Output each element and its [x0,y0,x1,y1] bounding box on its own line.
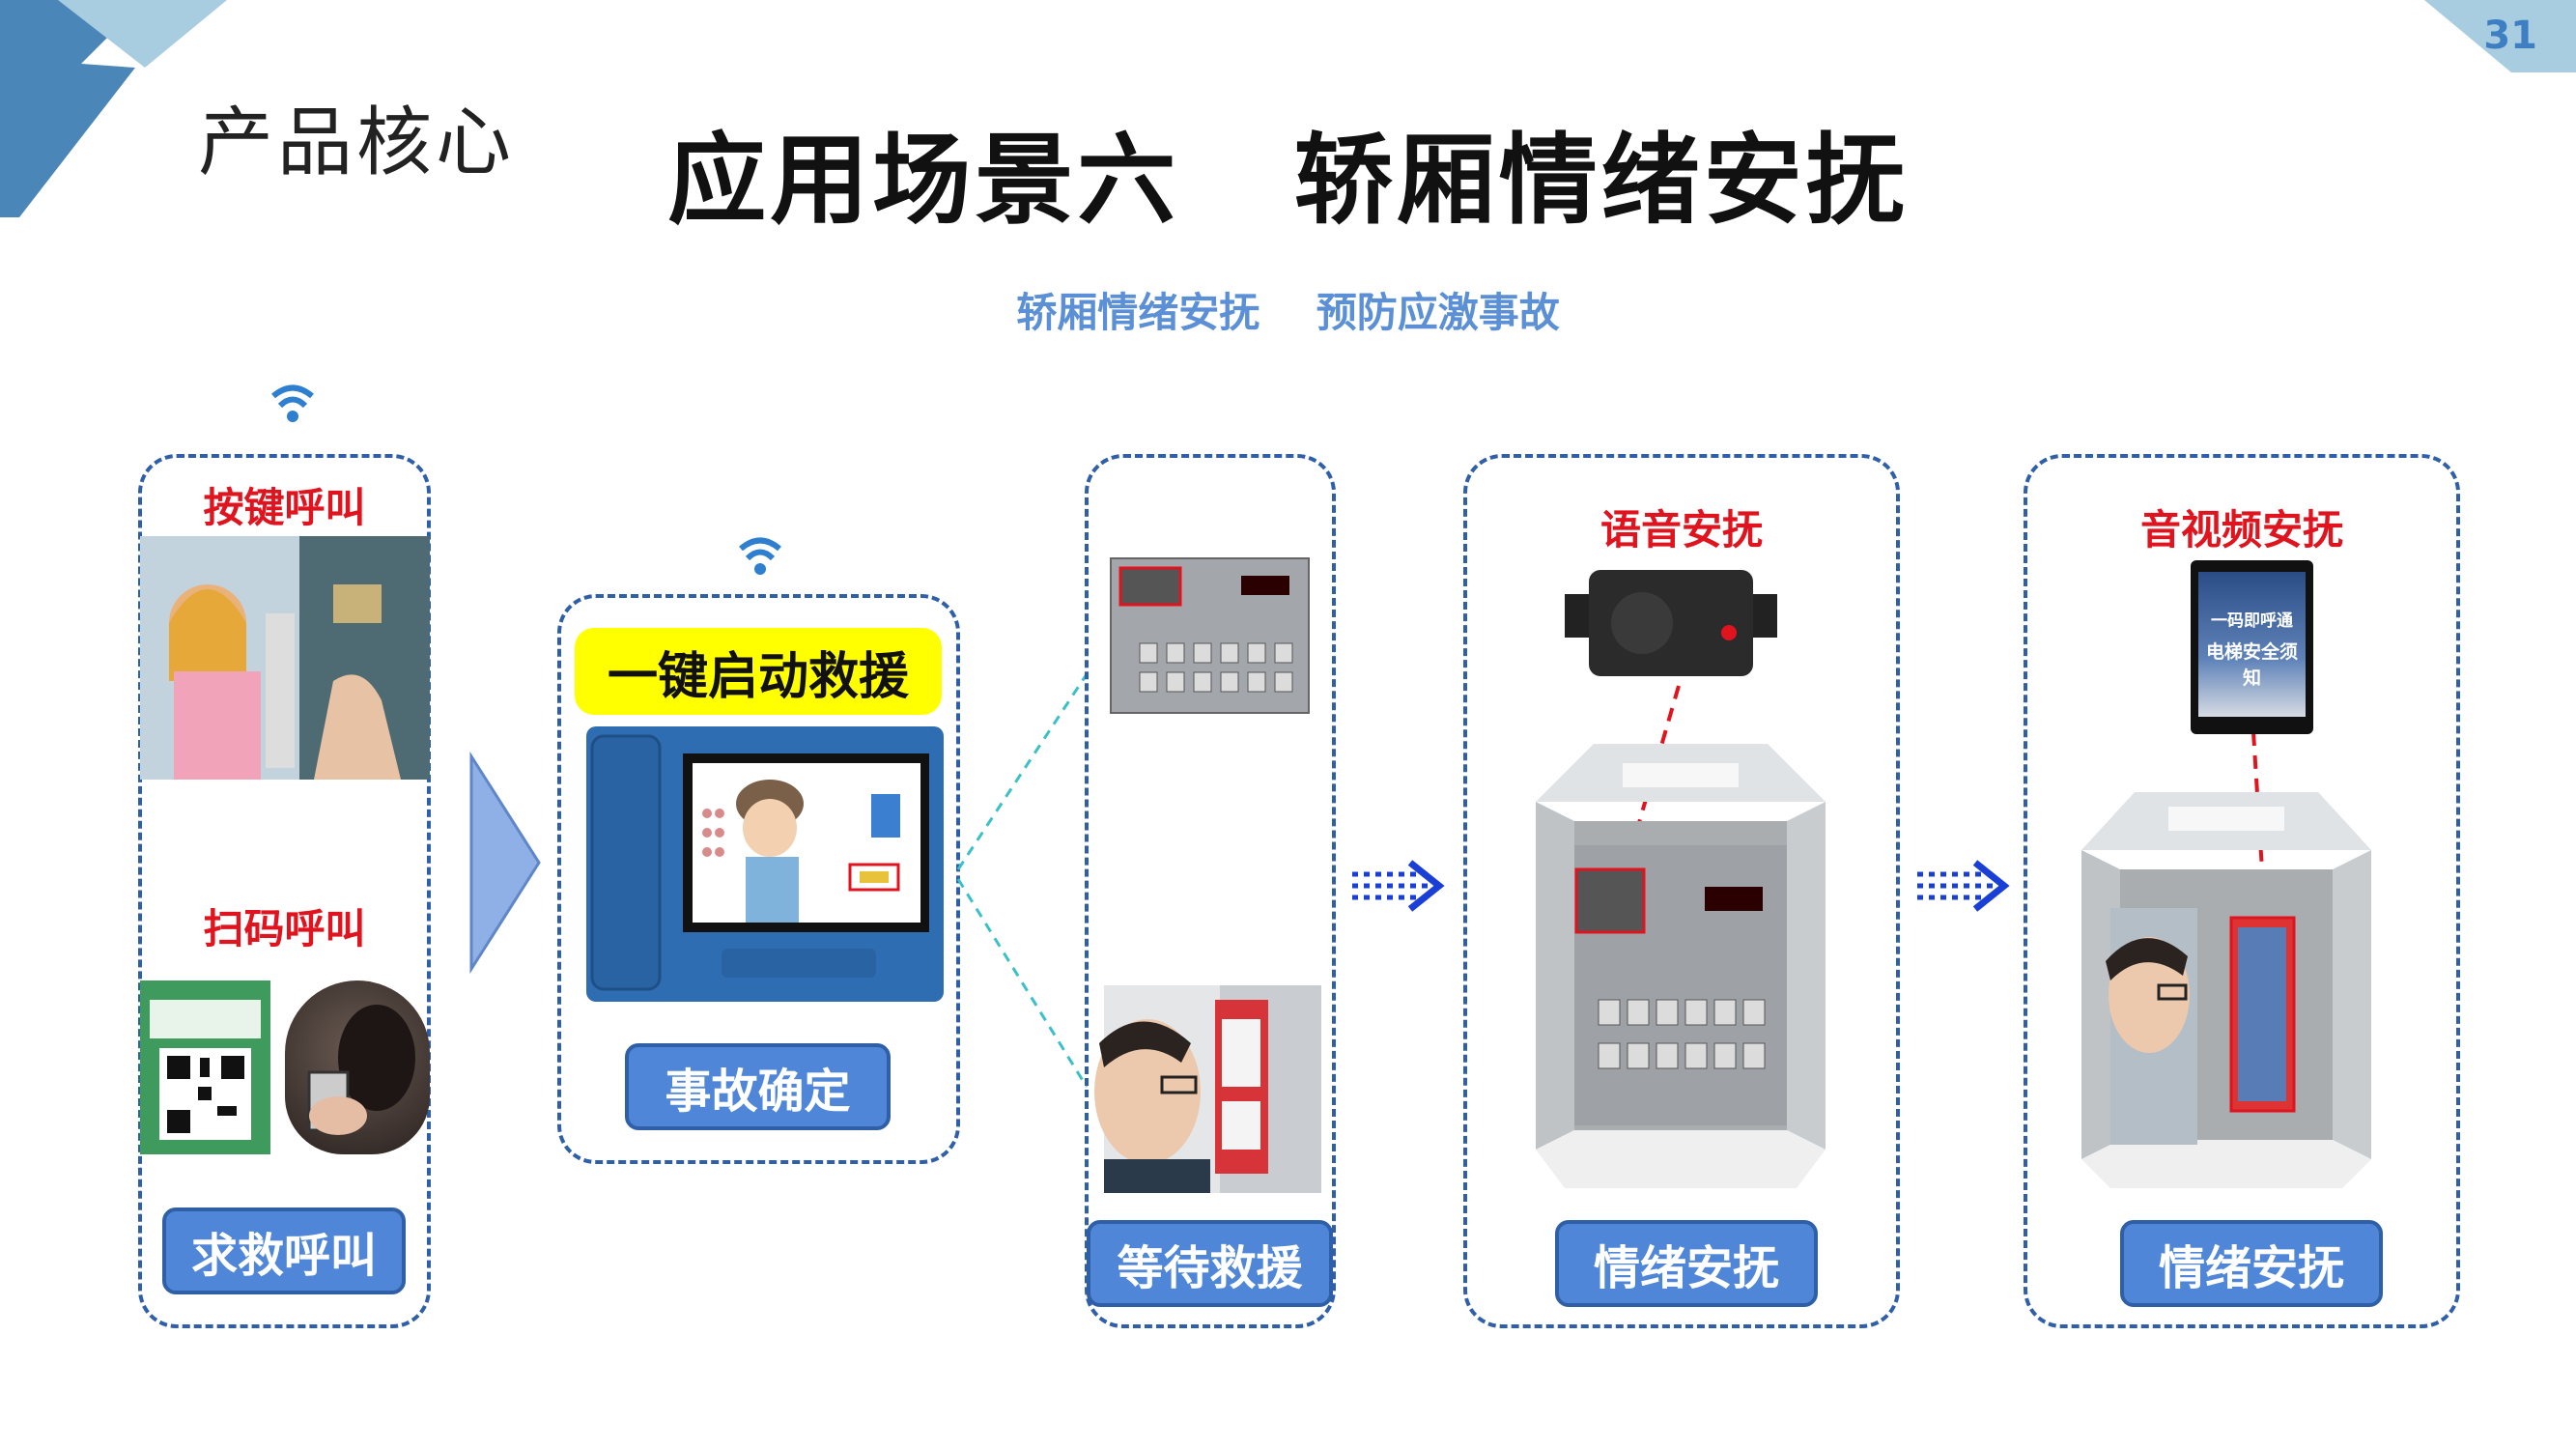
chevron-right-icon [469,751,541,975]
voice-soothe-button[interactable]: 情绪安抚 [1555,1220,1818,1307]
screen-line-2: 电梯安全须知 [2205,641,2298,689]
arrow-right-icon [1917,860,2010,912]
button-call-photo [140,536,430,780]
page-title: 应用场景六 轿厢情绪安抚 [667,124,1909,239]
arrow-right-icon [1352,860,1445,912]
waiting-passenger-photo [1094,985,1321,1193]
rescue-terminal-device [586,726,944,1002]
video-display-device: 一码即呼通 电梯安全须知 [2191,560,2313,734]
section-title: 产品核心 [198,99,516,186]
speaker-device [1565,570,1777,676]
wifi-icon [271,384,314,422]
av-soothe-button[interactable]: 情绪安抚 [2120,1220,2383,1307]
one-key-rescue-banner: 一键启动救援 [575,628,942,715]
emergency-call-button[interactable]: 求救呼叫 [162,1208,406,1294]
qr-code-sticker [140,980,270,1154]
qr-call-label: 扫码呼叫 [203,905,366,952]
voice-soothe-label: 语音安抚 [1599,506,1763,554]
qr-scan-photo [285,980,430,1154]
step-call-panel [138,454,431,1328]
step-voice-panel [1463,454,1900,1328]
step-video-panel [2024,454,2460,1328]
waiting-rescue-button[interactable]: 等待救援 [1087,1220,1333,1307]
screen-line-1: 一码即呼通 [2211,611,2293,631]
page-subtitle: 轿厢情绪安抚 预防应激事故 [1016,289,1560,336]
step-waiting-panel [1085,454,1336,1328]
confirm-accident-button[interactable]: 事故确定 [625,1043,891,1130]
page-number: 31 [2483,14,2537,58]
elevator-car-video [2081,744,2371,1188]
elevator-panel-image [1110,557,1310,714]
av-soothe-label: 音视频安抚 [2139,506,2343,554]
button-call-label: 按键呼叫 [203,484,366,531]
wifi-icon [739,537,781,575]
elevator-car-voice [1536,744,1826,1188]
